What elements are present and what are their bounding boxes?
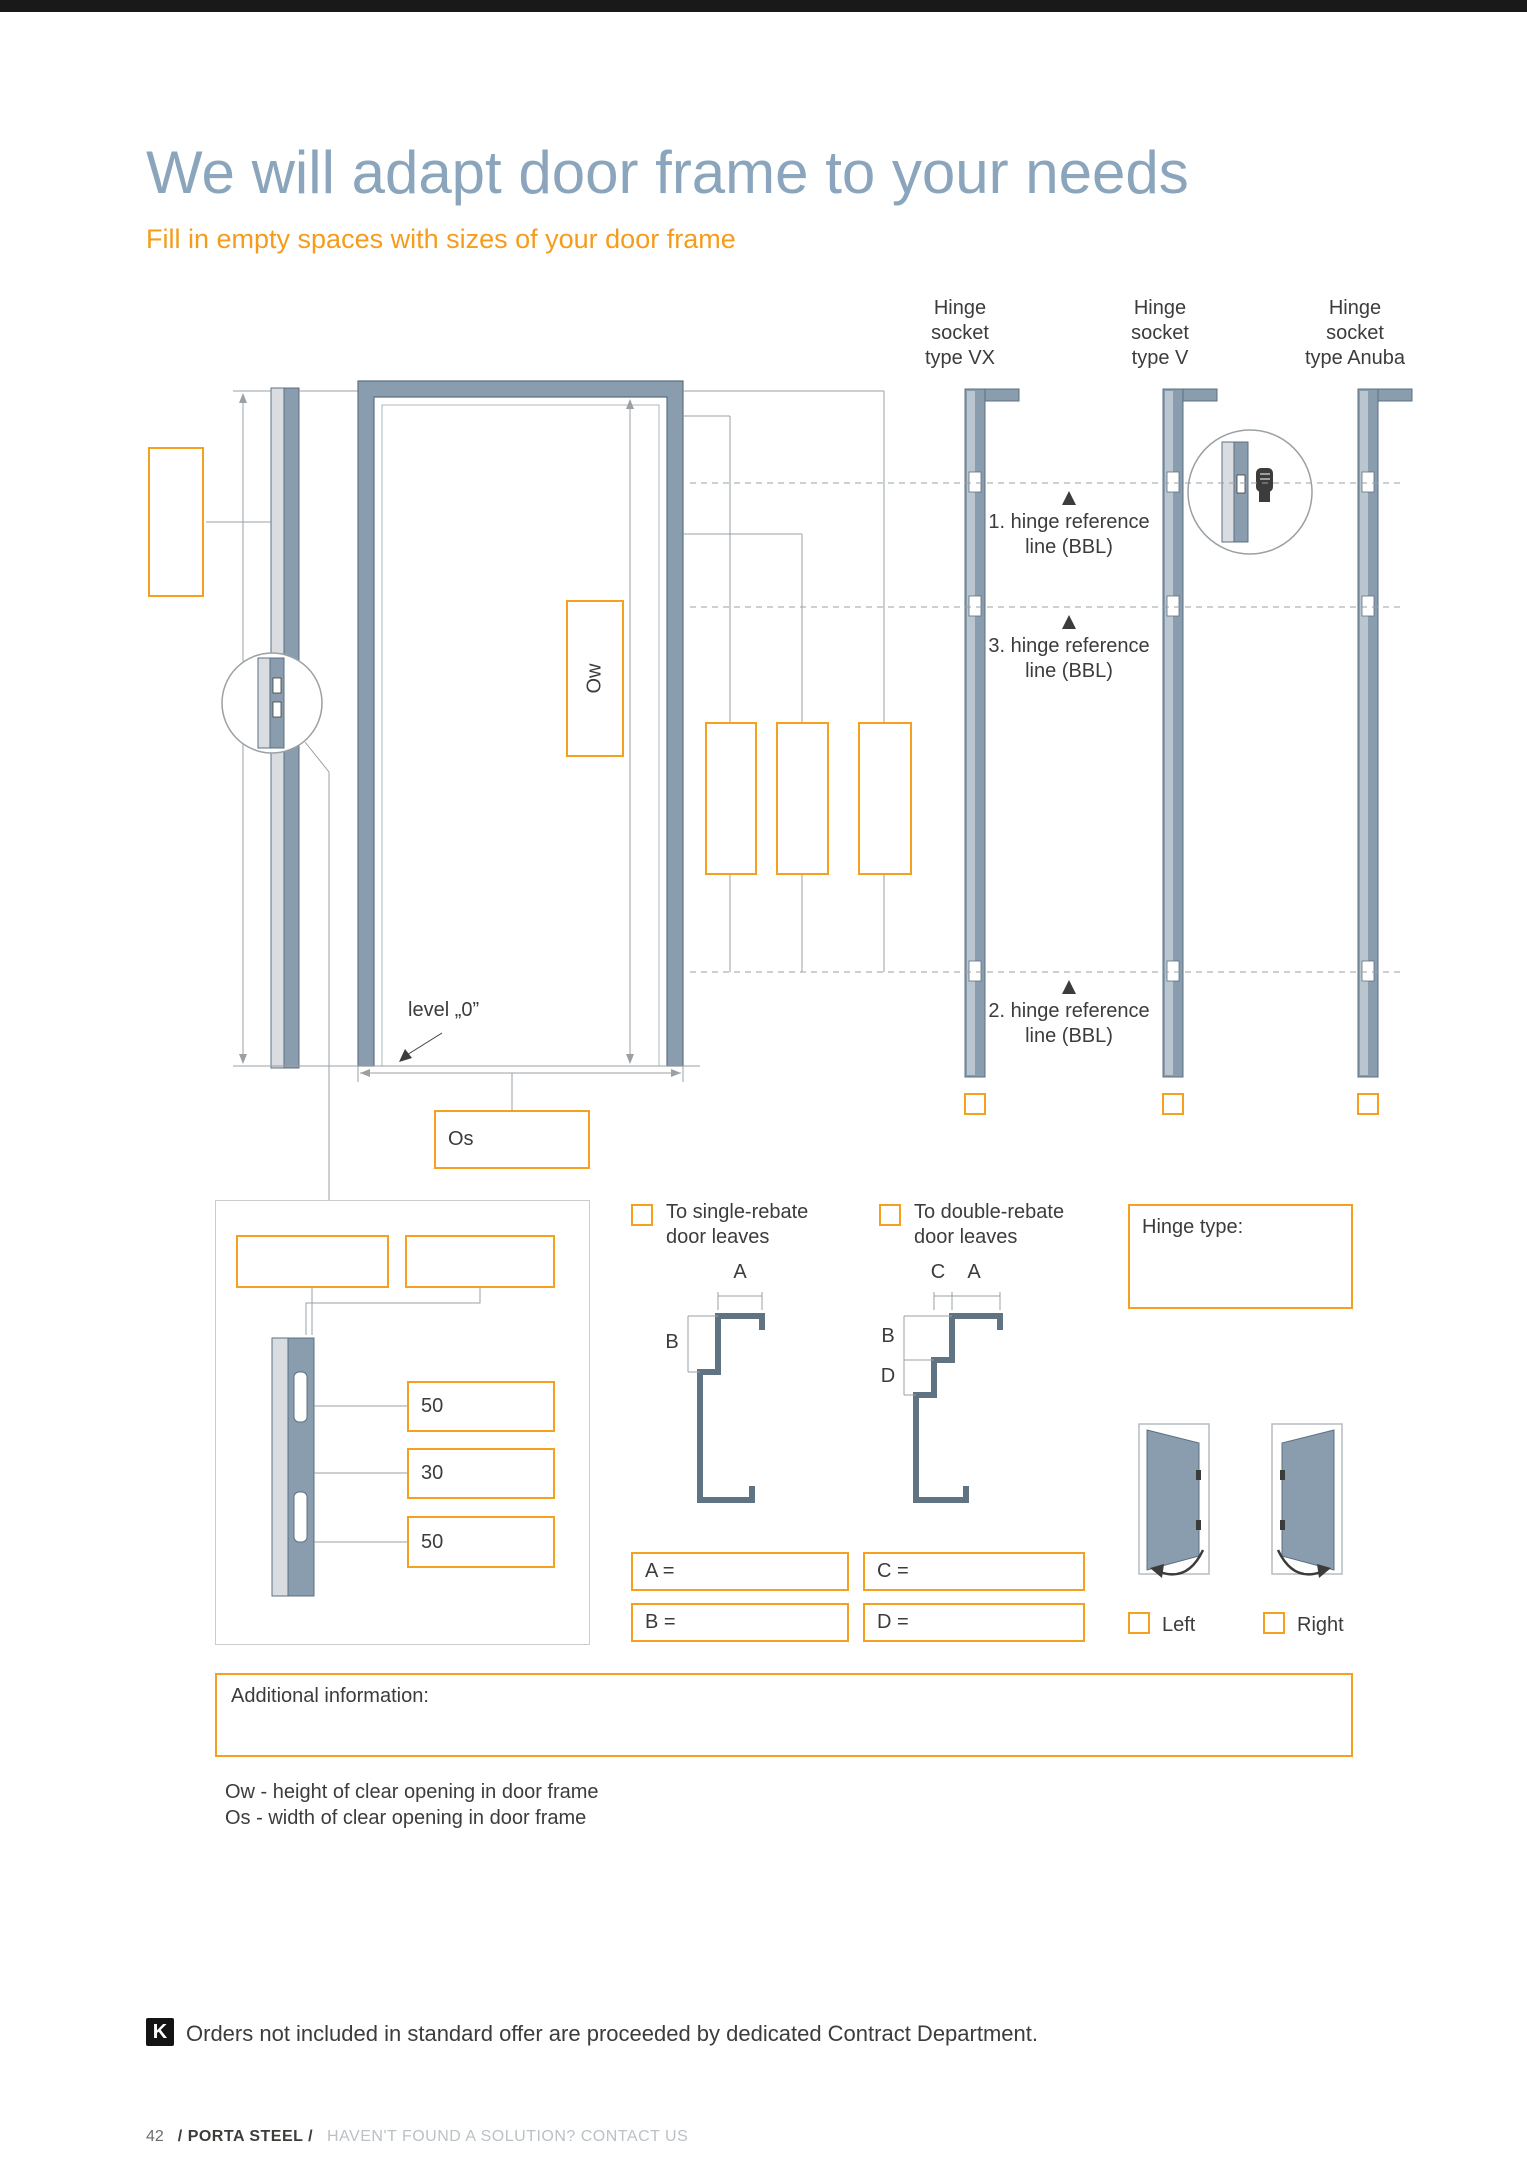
socket-spacing-label-3: 50 [421, 1531, 444, 1553]
hinge-type-input[interactable]: Hinge type: [1128, 1204, 1353, 1309]
reference-arrows [1062, 491, 1076, 994]
os-input[interactable]: Os [434, 1110, 590, 1169]
dim-a-input[interactable]: A = [631, 1552, 849, 1591]
height-dimension [206, 390, 347, 1067]
socket-spacing-value-1[interactable]: 50 [407, 1381, 555, 1432]
page-title: We will adapt door frame to your needs [146, 139, 1189, 206]
frame-side-dimension-input[interactable] [148, 447, 204, 597]
right-label: Right [1297, 1614, 1344, 1636]
socket-spacing-value-2[interactable]: 30 [407, 1448, 555, 1499]
dim-c-label: C = [877, 1560, 909, 1582]
page-subtitle: Fill in empty spaces with sizes of your … [146, 224, 736, 254]
dim-d-input[interactable]: D = [863, 1603, 1085, 1642]
detail-dimension-input-2[interactable] [405, 1235, 555, 1288]
hinge-vx-checkbox[interactable] [964, 1093, 986, 1115]
legend-ow: Ow - height of clear opening in door fra… [225, 1781, 599, 1803]
right-checkbox[interactable] [1263, 1612, 1285, 1634]
hinge-socket-vx-header: Hinge socket type VX [924, 297, 996, 369]
socket-spacing-label-1: 50 [421, 1395, 444, 1417]
socket-spacing-label-2: 30 [421, 1462, 444, 1484]
double-rebate-checkbox[interactable] [879, 1204, 901, 1226]
dim-d-label: D = [877, 1611, 909, 1633]
hinge-reference-3-label: 3. hinge reference line (BBL) [988, 635, 1150, 682]
dim-a-label: A = [645, 1560, 675, 1582]
left-door-icon [1138, 1423, 1210, 1578]
page-top-edge [0, 0, 1527, 12]
hinge-column-v [1162, 388, 1218, 1078]
dim-b-label: B = [645, 1611, 676, 1633]
left-label: Left [1162, 1614, 1196, 1636]
footer-brand: / PORTA STEEL / [177, 2128, 314, 2145]
dim-b-input[interactable]: B = [631, 1603, 849, 1642]
profile-a2-label: A [967, 1261, 981, 1283]
os-label: Os [448, 1128, 474, 1150]
socket-spacing-panel [215, 1200, 590, 1645]
hinge-detail-circle [1187, 429, 1313, 555]
socket-spacing-value-3[interactable]: 50 [407, 1516, 555, 1568]
hinge-reference-2-label: 2. hinge reference line (BBL) [988, 1000, 1150, 1047]
left-checkbox[interactable] [1128, 1612, 1150, 1634]
hinge-column-anuba [1357, 388, 1413, 1078]
ow-input[interactable]: Ow [566, 600, 624, 757]
hinge-socket-v-header: Hinge socket type V [1131, 297, 1189, 369]
hinge-v-checkbox[interactable] [1162, 1093, 1184, 1115]
right-door-icon [1271, 1423, 1343, 1578]
legend-os: Os - width of clear opening in door fram… [225, 1807, 587, 1829]
additional-info-label: Additional information: [231, 1685, 429, 1707]
footer-tagline[interactable]: HAVEN'T FOUND A SOLUTION? CONTACT US [327, 2128, 689, 2145]
level-zero-pointer [399, 1032, 443, 1062]
double-rebate-label: To double-rebate door leaves [914, 1201, 1065, 1248]
hinge-socket-anuba-header: Hinge socket type Anuba [1304, 297, 1406, 369]
double-rebate-profile [903, 1292, 1003, 1503]
profile-a-label: A [733, 1261, 747, 1283]
hinge-reference-1-label: 1. hinge reference line (BBL) [988, 511, 1150, 558]
brand-k-icon: K [146, 2018, 174, 2046]
hinge-anuba-checkbox[interactable] [1357, 1093, 1379, 1115]
hinge-distance-input-3[interactable] [858, 722, 912, 875]
single-rebate-label: To single-rebate door leaves [666, 1201, 809, 1248]
hinge-column-vx [964, 388, 1020, 1078]
os-dimension [320, 1065, 700, 1110]
contract-note: Orders not included in standard offer ar… [186, 2021, 1038, 2046]
hinge-type-label: Hinge type: [1142, 1216, 1244, 1238]
door-frame [357, 380, 684, 1067]
profile-b-label: B [665, 1331, 679, 1353]
ow-label: Ow [583, 663, 606, 694]
hinge-dimension-network [683, 390, 885, 972]
wall-section [270, 387, 358, 1069]
profile-b2-label: B [881, 1325, 895, 1347]
profile-c-label: C [930, 1261, 946, 1283]
level-zero-label: level „0” [408, 999, 480, 1021]
additional-info-input[interactable]: Additional information: [215, 1673, 1353, 1757]
socket-detail-circle [221, 652, 330, 1200]
detail-dimension-input-1[interactable] [236, 1235, 389, 1288]
profile-d-label: D [880, 1365, 896, 1387]
dim-c-input[interactable]: C = [863, 1552, 1085, 1591]
hinge-distance-input-2[interactable] [776, 722, 829, 875]
hand-press-icon [1256, 468, 1273, 492]
single-rebate-checkbox[interactable] [631, 1204, 653, 1226]
page-number: 42 [146, 2128, 164, 2145]
page-footer: 42 / PORTA STEEL / HAVEN'T FOUND A SOLUT… [146, 2128, 688, 2146]
ow-dimension [626, 399, 634, 1064]
single-rebate-profile [687, 1292, 765, 1503]
hinge-distance-input-1[interactable] [705, 722, 757, 875]
